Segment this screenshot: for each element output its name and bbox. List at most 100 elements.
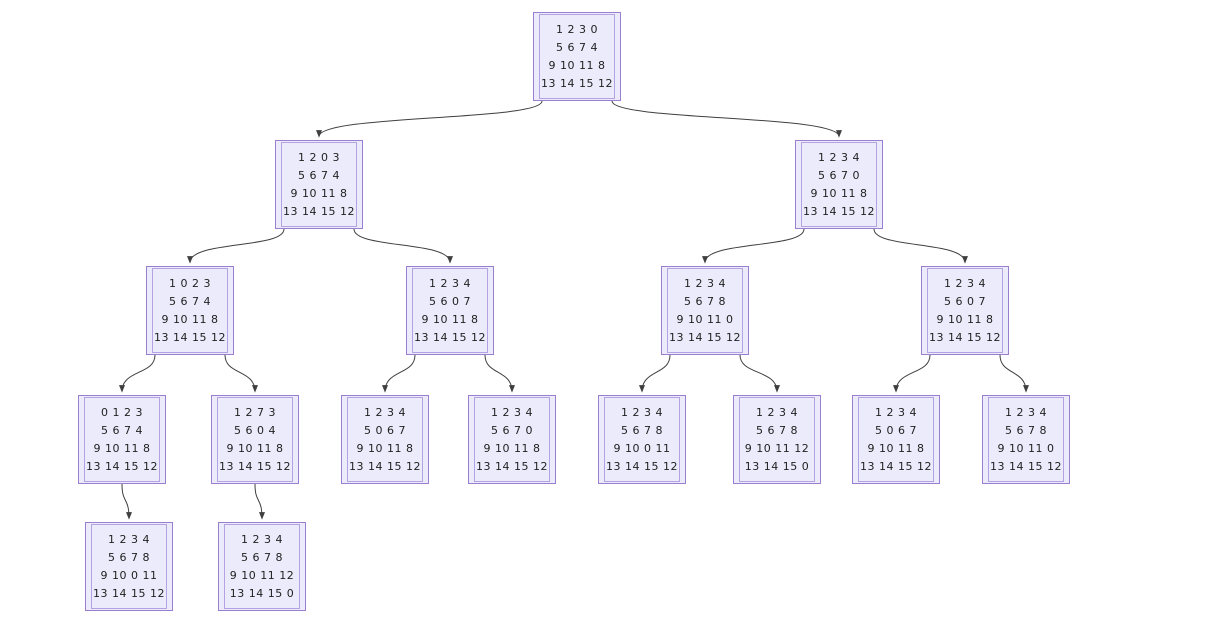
puzzle-grid-row: 5 6 0 7 [944,294,986,308]
tree-edge-n2-n5 [702,228,805,264]
tree-edge-n6-n13 [893,354,931,393]
tree-edge-n6-n14 [999,354,1029,393]
puzzle-grid-row: 13 14 15 12 [283,204,355,218]
puzzle-grid-row: 9 10 11 8 [810,186,868,200]
tree-edge-n0-n2 [611,100,842,138]
puzzle-grid-row: 5 6 7 8 [756,423,798,437]
tree-edge-n7-n15 [121,483,132,520]
puzzle-grid-row: 1 2 3 4 [491,405,533,419]
tree-edge-n8-n16 [254,483,265,520]
tree-node-inner-frame: 1 2 3 4 5 6 7 8 9 10 11 0 13 14 15 12 [667,268,743,353]
puzzle-grid-row: 1 2 3 4 [241,532,283,546]
puzzle-grid-row: 9 10 11 12 [229,568,295,582]
tree-node-n5: 1 2 3 4 5 6 7 8 9 10 11 0 13 14 15 12 [661,266,749,355]
puzzle-grid-row: 13 14 15 0 [744,459,810,473]
puzzle-grid-row: 5 6 7 8 [621,423,663,437]
puzzle-grid-row: 5 0 6 7 [364,423,406,437]
puzzle-grid-row: 9 10 0 11 [100,568,158,582]
tree-node-inner-frame: 1 2 0 3 5 6 7 4 9 10 11 8 13 14 15 12 [281,142,357,227]
puzzle-grid-row: 13 14 15 12 [990,459,1062,473]
tree-node-n2: 1 2 3 4 5 6 7 0 9 10 11 8 13 14 15 12 [795,140,883,229]
puzzle-grid-row: 5 6 7 8 [684,294,726,308]
puzzle-grid-row: 5 6 7 8 [1005,423,1047,437]
puzzle-grid-row: 0 1 2 3 [101,405,143,419]
puzzle-grid-row: 1 2 3 4 [108,532,150,546]
tree-edge-n5-n11 [639,354,671,393]
tree-node-n12: 1 2 3 4 5 6 7 8 9 10 11 12 13 14 15 0 [733,395,821,484]
puzzle-grid-row: 9 10 11 8 [161,312,219,326]
puzzle-grid-row: 9 10 11 8 [226,441,284,455]
puzzle-grid-row: 9 10 0 11 [613,441,671,455]
puzzle-grid-row: 9 10 11 8 [483,441,541,455]
puzzle-grid-row: 9 10 11 8 [356,441,414,455]
puzzle-grid-row: 5 6 7 4 [298,168,340,182]
puzzle-grid-row: 5 6 7 4 [556,40,598,54]
puzzle-grid-row: 1 2 3 0 [556,22,598,36]
puzzle-grid-row: 9 10 11 8 [936,312,994,326]
puzzle-grid-row: 1 2 0 3 [298,150,340,164]
tree-node-inner-frame: 1 2 3 4 5 6 0 7 9 10 11 8 13 14 15 12 [927,268,1003,353]
puzzle-grid-row: 1 2 3 4 [621,405,663,419]
puzzle-grid-row: 5 6 7 4 [169,294,211,308]
puzzle-grid-row: 13 14 15 12 [803,204,875,218]
puzzle-grid-row: 13 14 15 12 [669,330,741,344]
puzzle-grid-row: 5 0 6 7 [875,423,917,437]
puzzle-grid-row: 13 14 15 12 [93,586,165,600]
puzzle-grid-row: 13 14 15 0 [229,586,295,600]
puzzle-grid-row: 13 14 15 12 [541,76,613,90]
puzzle-grid-row: 1 2 3 4 [944,276,986,290]
puzzle-grid-row: 9 10 11 8 [421,312,479,326]
tree-edge-n4-n9 [382,354,416,393]
tree-edge-n4-n10 [484,354,515,393]
tree-node-inner-frame: 1 2 3 4 5 6 7 0 9 10 11 8 13 14 15 12 [801,142,877,227]
puzzle-grid-row: 9 10 11 8 [290,186,348,200]
tree-node-n6: 1 2 3 4 5 6 0 7 9 10 11 8 13 14 15 12 [921,266,1009,355]
puzzle-grid-row: 5 6 7 0 [491,423,533,437]
puzzle-grid-row: 9 10 11 12 [744,441,810,455]
tree-node-n1: 1 2 0 3 5 6 7 4 9 10 11 8 13 14 15 12 [275,140,363,229]
puzzle-grid-row: 13 14 15 12 [154,330,226,344]
puzzle-grid-row: 1 2 3 4 [875,405,917,419]
tree-node-n15: 1 2 3 4 5 6 7 8 9 10 0 11 13 14 15 12 [85,522,173,611]
puzzle-grid-row: 13 14 15 12 [929,330,1001,344]
puzzle-grid-row: 1 2 3 4 [818,150,860,164]
tree-node-inner-frame: 1 2 3 4 5 6 7 8 9 10 0 11 13 14 15 12 [91,524,167,609]
puzzle-grid-row: 9 10 11 0 [676,312,734,326]
tree-node-inner-frame: 1 2 3 4 5 6 7 8 9 10 11 12 13 14 15 0 [224,524,300,609]
tree-edge-n0-n1 [316,100,543,138]
tree-node-n8: 1 2 7 3 5 6 0 4 9 10 11 8 13 14 15 12 [211,395,299,484]
puzzle-grid-row: 5 6 7 8 [241,550,283,564]
puzzle-grid-row: 5 6 0 7 [429,294,471,308]
tree-node-inner-frame: 1 2 7 3 5 6 0 4 9 10 11 8 13 14 15 12 [217,397,293,482]
puzzle-grid-row: 1 2 7 3 [234,405,276,419]
puzzle-grid-row: 9 10 11 8 [867,441,925,455]
puzzle-grid-row: 13 14 15 12 [219,459,291,473]
puzzle-grid-row: 5 6 7 0 [818,168,860,182]
puzzle-grid-row: 1 2 3 4 [684,276,726,290]
puzzle-grid-row: 5 6 7 8 [108,550,150,564]
tree-node-inner-frame: 1 2 3 4 5 6 7 8 9 10 11 12 13 14 15 0 [739,397,815,482]
tree-edge-n2-n6 [873,228,968,264]
puzzle-grid-row: 5 6 0 4 [234,423,276,437]
puzzle-grid-row: 1 2 3 4 [1005,405,1047,419]
puzzle-grid-row: 1 2 3 4 [756,405,798,419]
tree-node-n16: 1 2 3 4 5 6 7 8 9 10 11 12 13 14 15 0 [218,522,306,611]
puzzle-grid-row: 1 2 3 4 [429,276,471,290]
